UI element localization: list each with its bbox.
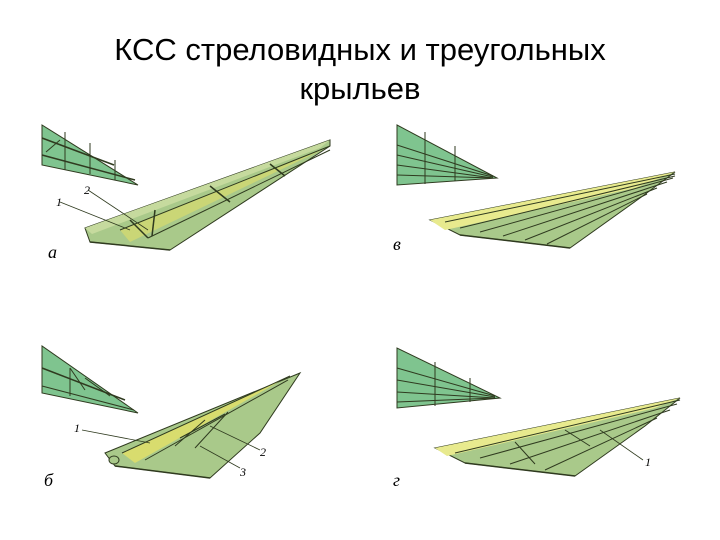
wing-v — [428, 171, 676, 249]
figure-b-callout-1: 1 — [74, 421, 80, 435]
figure-b: б 1 2 3 — [41, 345, 302, 490]
figure-g-letter: г — [393, 470, 400, 490]
figure-b-letter: б — [44, 470, 54, 490]
wing-b — [81, 371, 302, 479]
figure-a: а 1 2 — [41, 124, 331, 262]
planform-g — [396, 347, 502, 409]
figure-v: в — [393, 124, 676, 254]
figure-a-letter: а — [48, 242, 57, 262]
planform-b — [41, 345, 139, 414]
slide-title-line-1: КСС стреловидных и треугольных — [114, 32, 606, 67]
planform-v — [396, 124, 499, 186]
figure-v-letter: в — [393, 234, 401, 254]
wing-a — [59, 139, 331, 251]
figure-g: г 1 — [393, 347, 681, 490]
figure-a-callout-2: 2 — [84, 183, 90, 197]
slide-title-line-2: крыльев — [299, 71, 421, 106]
figure-b-callout-2: 2 — [260, 445, 266, 459]
figure-g-callout-1: 1 — [645, 455, 651, 469]
wing-g — [433, 397, 681, 477]
planform-a — [41, 124, 139, 186]
slide-title: КСС стреловидных и треугольных крыльев — [0, 30, 720, 108]
figure-a-callout-1: 1 — [56, 195, 62, 209]
figure-b-callout-3: 3 — [239, 465, 246, 479]
